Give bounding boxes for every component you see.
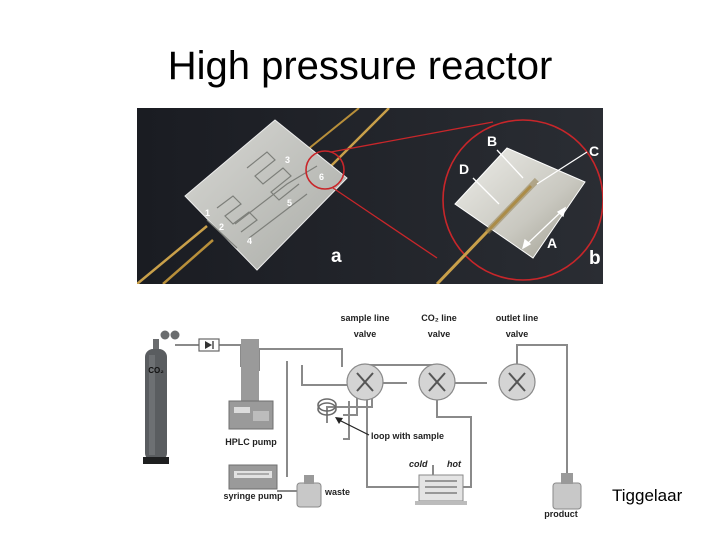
product-label: product (544, 509, 578, 519)
hplc-pump (228, 339, 274, 430)
co2-cylinder-label: CO₂ (148, 366, 164, 375)
cold-label: cold (409, 459, 428, 469)
zoom-channel-inner (484, 177, 540, 235)
flow-schematic: CO₂ HPLC pump syringe pump waste sam (143, 313, 582, 519)
pointer-D (472, 177, 500, 205)
sample-line-valve (346, 363, 384, 401)
sample-line-valve-label-2: valve (354, 329, 377, 339)
zoom-label-D: D (459, 161, 469, 177)
outlet-line-valve-label-2: valve (506, 329, 529, 339)
slide-title: High pressure reactor (167, 44, 553, 88)
co2-line-valve-label-1: CO₂ line (421, 313, 457, 323)
arrowhead-A2 (556, 206, 567, 218)
co2-cylinder: CO₂ (143, 330, 180, 464)
pointer-C (536, 151, 588, 185)
check-valve (198, 338, 220, 352)
pointer-B (496, 149, 524, 179)
chip-label-2: 2 (219, 222, 224, 232)
waste-label: waste (324, 487, 350, 497)
loop-pointer-head (335, 417, 343, 424)
chip-label-3: 3 (285, 155, 290, 165)
sample-loop (317, 398, 337, 416)
product-bottle (552, 473, 582, 510)
zoom-detail-circle (442, 119, 603, 281)
capillary-left-2 (162, 239, 214, 284)
reactor-block (415, 474, 467, 505)
sample-line-valve-label-1: sample line (340, 313, 389, 323)
panel-label-b: b (589, 248, 601, 269)
chip-channels (206, 151, 318, 249)
arrowhead-A1 (521, 238, 532, 250)
dimension-arrow-A (522, 207, 566, 249)
reactor-photo: 1 2 3 4 5 6 B C D A a b (137, 108, 603, 284)
syringe-pump (228, 464, 278, 490)
credit-text: Tiggelaar (612, 486, 683, 505)
chip-label-4: 4 (247, 236, 252, 246)
hplc-pump-label: HPLC pump (225, 437, 277, 447)
loop-pointer (336, 418, 370, 436)
co2-line-valve (418, 363, 456, 401)
panel-label-a: a (331, 246, 342, 267)
chip-label-1: 1 (205, 208, 210, 218)
zoom-line-bottom (332, 187, 438, 259)
loop-with-sample-label: loop with sample (371, 431, 444, 441)
co2-line-valve-label-2: valve (428, 329, 451, 339)
capillary-top-2 (306, 108, 360, 151)
zoom-label-B: B (487, 133, 497, 149)
waste-bottle (296, 475, 322, 508)
zoom-line-top (330, 121, 494, 153)
zoom-label-A: A (547, 235, 557, 251)
outlet-line-valve (498, 363, 536, 401)
hot-label: hot (447, 459, 462, 469)
chip-label-6: 6 (319, 172, 324, 182)
capillary-left-1 (137, 225, 208, 284)
capillary-top (326, 108, 390, 171)
reactor-chip (184, 119, 348, 271)
zoom-channel-block (454, 147, 586, 259)
syringe-pump-label: syringe pump (223, 491, 283, 501)
outlet-line-valve-label-1: outlet line (496, 313, 539, 323)
chip-label-5: 5 (287, 198, 292, 208)
zoom-circle (305, 150, 345, 190)
zoom-label-C: C (589, 143, 599, 159)
